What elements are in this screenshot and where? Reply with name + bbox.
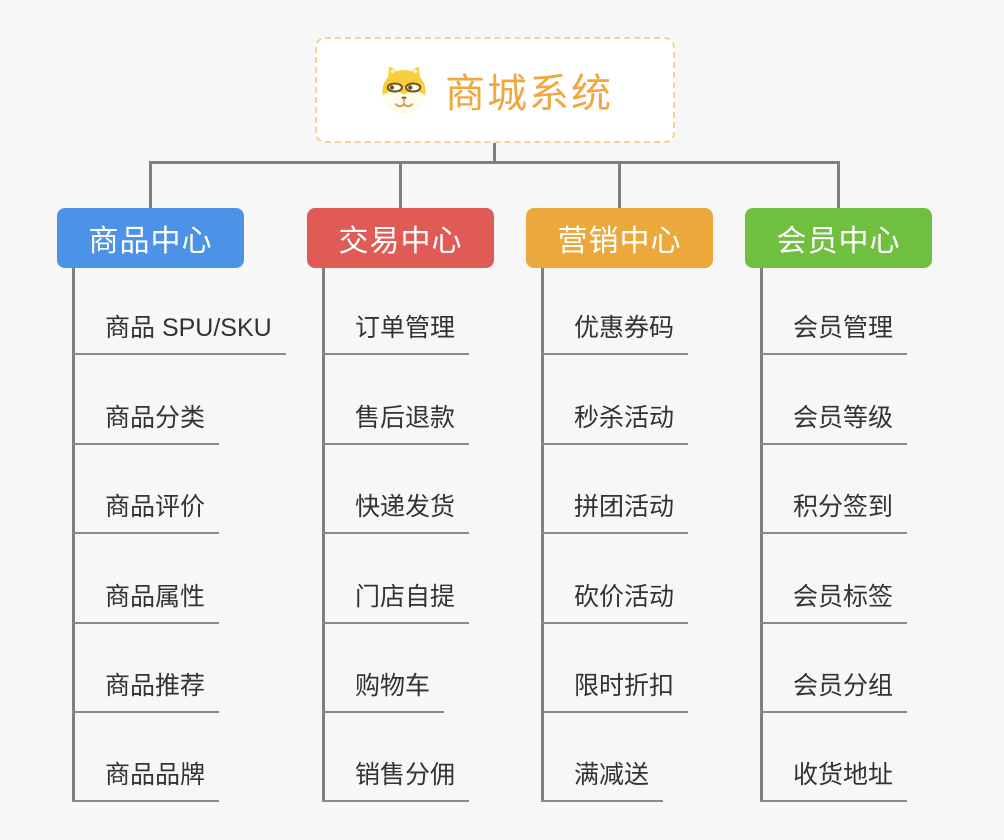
leaf-node[interactable]: 满减送	[541, 755, 664, 802]
branch-column: 订单管理售后退款快递发货门店自提购物车销售分佣	[322, 268, 545, 802]
branch-node[interactable]: 营销中心	[526, 208, 713, 268]
leaf-node[interactable]: 会员分组	[760, 666, 908, 713]
connector-branch-drop	[399, 161, 402, 208]
connector-branch-drop	[837, 161, 840, 208]
leaf-node[interactable]: 销售分佣	[322, 755, 470, 802]
connector-branch-drop	[618, 161, 621, 208]
leaf-node[interactable]: 拼团活动	[541, 487, 689, 534]
leaf-node[interactable]: 收货地址	[760, 755, 908, 802]
leaf-node[interactable]: 商品分类	[72, 398, 220, 445]
leaf-node[interactable]: 售后退款	[322, 398, 470, 445]
dog-face-icon	[377, 65, 431, 115]
connector-bus	[149, 161, 840, 164]
root-title: 商城系统	[445, 72, 613, 116]
leaf-node[interactable]: 快递发货	[322, 487, 470, 534]
leaf-node[interactable]: 会员等级	[760, 398, 908, 445]
leaf-node[interactable]: 限时折扣	[541, 666, 689, 713]
root-node[interactable]: 商城系统	[315, 37, 675, 143]
connector-root-drop	[493, 143, 496, 164]
branch-node[interactable]: 商品中心	[57, 208, 244, 268]
leaf-node[interactable]: 商品属性	[72, 577, 220, 624]
branch-column: 优惠券码秒杀活动拼团活动砍价活动限时折扣满减送	[541, 268, 764, 802]
leaf-node[interactable]: 优惠券码	[541, 308, 689, 355]
leaf-node[interactable]: 砍价活动	[541, 577, 689, 624]
leaf-node[interactable]: 秒杀活动	[541, 398, 689, 445]
leaf-node[interactable]: 订单管理	[322, 308, 470, 355]
leaf-node[interactable]: 商品推荐	[72, 666, 220, 713]
branch-column: 会员管理会员等级积分签到会员标签会员分组收货地址	[760, 268, 983, 802]
branch-node[interactable]: 会员中心	[745, 208, 932, 268]
leaf-node[interactable]: 商品评价	[72, 487, 220, 534]
leaf-node[interactable]: 商品 SPU/SKU	[72, 308, 286, 355]
leaf-node[interactable]: 会员标签	[760, 577, 908, 624]
leaf-node[interactable]: 积分签到	[760, 487, 908, 534]
branch-node[interactable]: 交易中心	[307, 208, 494, 268]
leaf-node[interactable]: 门店自提	[322, 577, 470, 624]
leaf-node[interactable]: 购物车	[322, 666, 445, 713]
connector-branch-drop	[149, 161, 152, 208]
leaf-node[interactable]: 商品品牌	[72, 755, 220, 802]
branch-column: 商品 SPU/SKU 商品分类商品评价商品属性商品推荐商品品牌	[72, 268, 295, 802]
leaf-node[interactable]: 会员管理	[760, 308, 908, 355]
